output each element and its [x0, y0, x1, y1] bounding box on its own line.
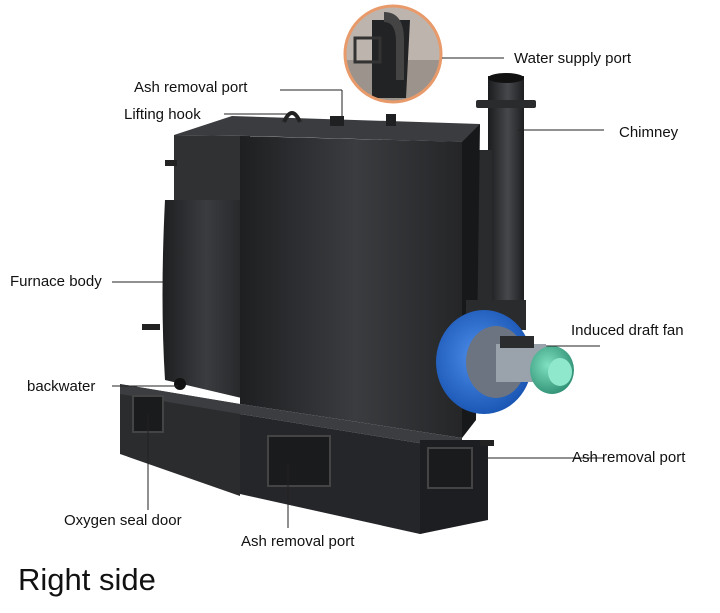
water-port-zoom-inset [343, 4, 443, 104]
zoom-ring [343, 4, 443, 104]
label-lifting-hook: Lifting hook [124, 106, 201, 123]
label-induced-draft-fan: Induced draft fan [571, 322, 684, 339]
label-ash-removal-port-right: Ash removal port [572, 449, 686, 466]
label-water-supply-port: Water supply port [514, 50, 631, 67]
label-ash-removal-port-bottom: Ash removal port [241, 533, 355, 550]
view-caption: Right side [18, 562, 156, 597]
label-oxygen-seal-door: Oxygen seal door [64, 512, 182, 529]
induced-draft-fan-drawing [436, 300, 574, 414]
leader-lines [112, 57, 604, 528]
label-ash-removal-port-top: Ash removal port [134, 79, 248, 96]
label-furnace-body: Furnace body [10, 273, 102, 290]
label-backwater: backwater [27, 378, 96, 395]
label-chimney: Chimney [619, 124, 679, 141]
furnace-body-drawing [142, 111, 480, 438]
chimney-drawing [470, 73, 536, 322]
ash-box-drawing [120, 384, 494, 534]
